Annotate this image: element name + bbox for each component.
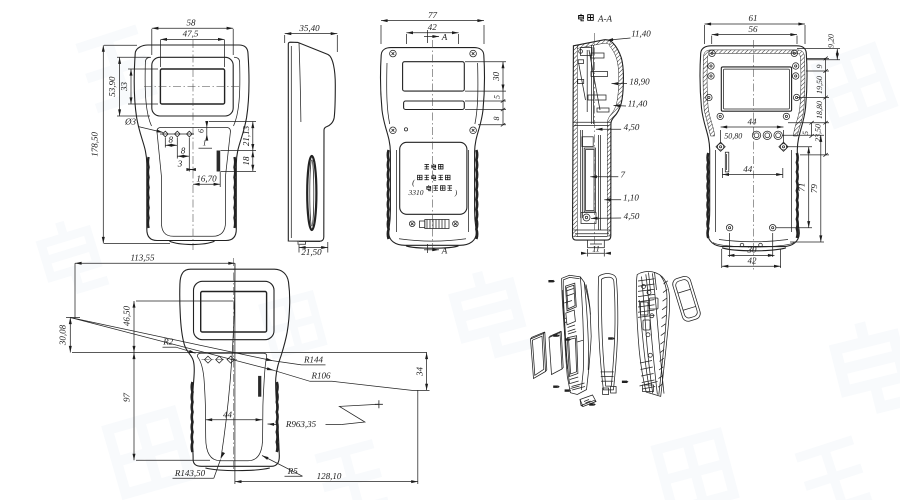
svg-text:(: ( xyxy=(412,178,416,187)
svg-text:7: 7 xyxy=(621,170,626,180)
svg-text:21,50: 21,50 xyxy=(301,247,322,257)
svg-text:5: 5 xyxy=(801,131,810,135)
svg-text:30,08: 30,08 xyxy=(58,324,68,346)
svg-text:11,40: 11,40 xyxy=(628,99,648,109)
svg-text:33: 33 xyxy=(119,82,129,93)
svg-text:30: 30 xyxy=(491,71,501,82)
svg-text:44: 44 xyxy=(743,164,753,174)
svg-text:8: 8 xyxy=(169,135,174,145)
svg-text:42: 42 xyxy=(428,22,438,32)
svg-text:3310: 3310 xyxy=(408,188,424,197)
svg-text:18,90: 18,90 xyxy=(629,77,650,87)
svg-text:35,40: 35,40 xyxy=(298,23,320,33)
svg-text:16,70: 16,70 xyxy=(196,174,217,184)
svg-text:1,10: 1,10 xyxy=(623,192,639,202)
svg-text:11: 11 xyxy=(592,244,600,254)
svg-text:A-A: A-A xyxy=(597,14,612,24)
svg-text:): ) xyxy=(454,188,458,197)
svg-text:53,90: 53,90 xyxy=(107,76,117,97)
svg-text:A: A xyxy=(441,32,448,42)
svg-text:R106: R106 xyxy=(311,371,331,381)
svg-text:61: 61 xyxy=(749,13,758,23)
svg-text:21,13: 21,13 xyxy=(241,125,251,146)
svg-text:79: 79 xyxy=(809,184,819,194)
svg-text:77: 77 xyxy=(428,10,438,20)
svg-text:44: 44 xyxy=(748,116,758,126)
svg-text:178,50: 178,50 xyxy=(90,131,100,156)
svg-text:56: 56 xyxy=(749,24,759,34)
svg-text:58: 58 xyxy=(187,18,197,28)
svg-text:71: 71 xyxy=(797,183,807,192)
svg-text:R144: R144 xyxy=(303,355,323,365)
svg-text:9,20: 9,20 xyxy=(827,34,836,48)
svg-text:1: 1 xyxy=(203,138,207,147)
svg-text:6: 6 xyxy=(196,129,205,133)
svg-text:23,50: 23,50 xyxy=(814,124,823,142)
svg-text:R2: R2 xyxy=(162,337,173,347)
svg-text:18: 18 xyxy=(241,156,251,166)
svg-text:50,80: 50,80 xyxy=(724,131,742,140)
svg-text:R143,50: R143,50 xyxy=(174,468,206,478)
svg-text:30: 30 xyxy=(747,245,758,255)
svg-text:9: 9 xyxy=(815,65,824,69)
svg-text:4,50: 4,50 xyxy=(624,211,640,221)
svg-text:46,50: 46,50 xyxy=(122,305,132,326)
svg-text:113,55: 113,55 xyxy=(130,252,155,262)
svg-text:18,80: 18,80 xyxy=(815,101,824,119)
svg-text:A: A xyxy=(441,246,448,256)
svg-text:47,5: 47,5 xyxy=(183,29,199,39)
svg-text:44: 44 xyxy=(223,409,233,419)
svg-text:8: 8 xyxy=(492,117,501,121)
svg-text:8: 8 xyxy=(181,145,186,155)
svg-text:5: 5 xyxy=(493,95,502,99)
svg-text:R963,35: R963,35 xyxy=(285,419,317,429)
svg-text:34: 34 xyxy=(414,366,424,377)
svg-text:19,50: 19,50 xyxy=(815,76,824,94)
svg-text:97: 97 xyxy=(122,393,132,403)
svg-text:Ø3: Ø3 xyxy=(124,117,136,127)
svg-text:128,10: 128,10 xyxy=(317,471,342,481)
svg-text:4,50: 4,50 xyxy=(624,122,640,132)
svg-text:11,40: 11,40 xyxy=(631,29,651,39)
svg-text:42: 42 xyxy=(748,255,758,265)
svg-text:3: 3 xyxy=(177,159,183,169)
